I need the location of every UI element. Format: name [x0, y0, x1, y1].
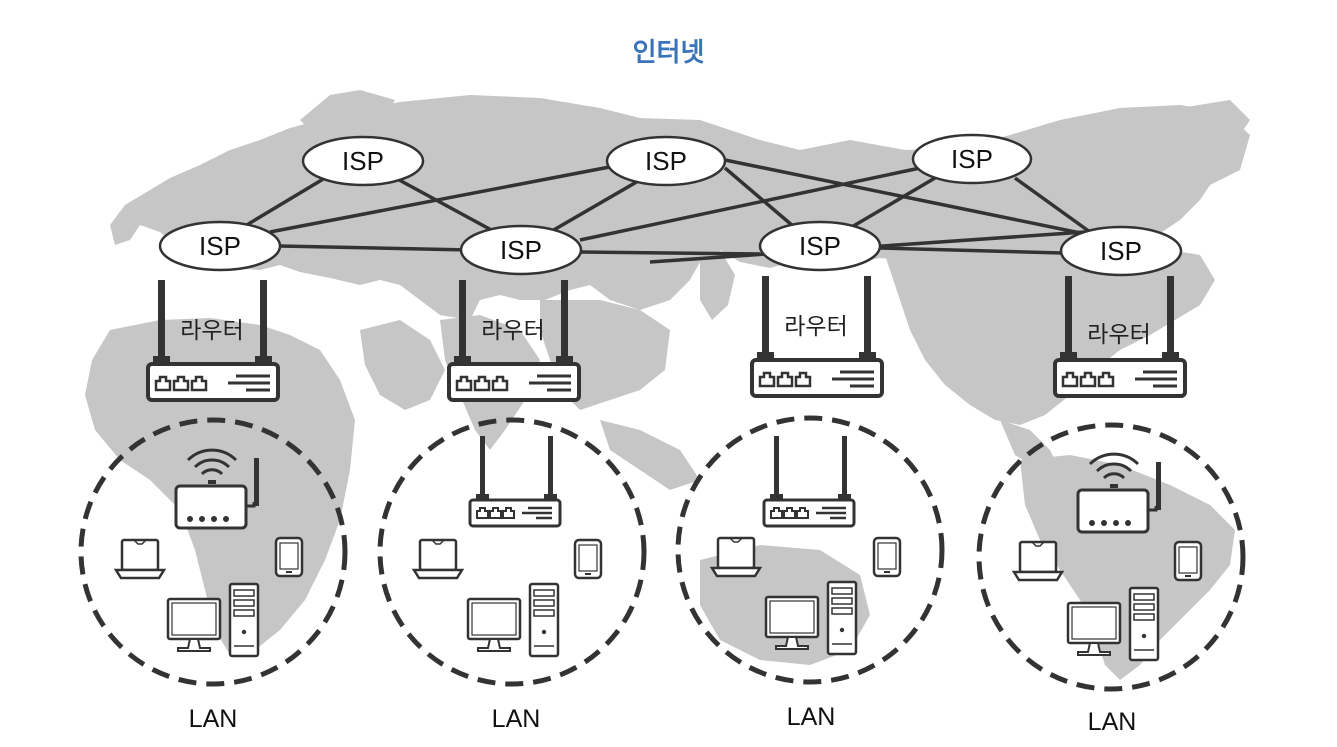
- isp-node: ISP: [758, 220, 882, 272]
- router-2: 라우터: [447, 278, 581, 402]
- isp-label: ISP: [500, 235, 542, 265]
- isp-link: [579, 250, 761, 256]
- isp-link: [269, 163, 621, 234]
- isp-node: ISP: [911, 133, 1033, 185]
- isp-link: [579, 166, 921, 242]
- lan-2: LAN: [377, 417, 647, 733]
- isp-link: [1013, 176, 1092, 234]
- router-3: 라우터: [750, 274, 884, 398]
- isp-link: [544, 178, 641, 237]
- router-icon: [762, 434, 856, 528]
- isp-node: ISP: [301, 135, 425, 187]
- lan-label: LAN: [1088, 708, 1137, 736]
- laptop-icon: [1012, 540, 1064, 582]
- isp-link: [724, 158, 1101, 239]
- lan-1: LAN: [78, 417, 348, 733]
- diagram-title: 인터넷: [632, 38, 705, 68]
- isp-link: [389, 173, 496, 234]
- isp-label: ISP: [342, 146, 384, 176]
- isp-link: [279, 244, 471, 252]
- desktop-icon: [466, 582, 560, 658]
- isp-label: ISP: [1100, 236, 1142, 266]
- router-4: 라우터: [1053, 274, 1187, 398]
- lan-4: LAN: [976, 422, 1246, 736]
- isp-node: ISP: [158, 220, 282, 272]
- lan-label: LAN: [189, 705, 238, 733]
- phone-icon: [872, 536, 902, 578]
- phone-icon: [274, 536, 304, 578]
- isp-link: [879, 246, 1063, 255]
- isp-label: ISP: [645, 146, 687, 176]
- laptop-icon: [114, 538, 166, 580]
- router-icon: [468, 434, 562, 528]
- isp-node: ISP: [459, 224, 583, 276]
- router-label: 라우터: [1087, 322, 1150, 348]
- lan-label: LAN: [787, 703, 836, 731]
- isp-label: ISP: [799, 231, 841, 261]
- router-label: 라우터: [180, 318, 243, 344]
- isp-label: ISP: [199, 231, 241, 261]
- lan-3: LAN: [675, 415, 945, 731]
- router-1: 라우터: [146, 278, 280, 402]
- isp-label: ISP: [951, 144, 993, 174]
- router-label: 라우터: [481, 318, 544, 344]
- isp-link: [849, 176, 936, 230]
- lan-label: LAN: [492, 705, 541, 733]
- isp-node: ISP: [605, 135, 727, 187]
- isp-node: ISP: [1059, 225, 1183, 277]
- phone-icon: [1173, 540, 1203, 582]
- laptop-icon: [710, 536, 762, 578]
- router-label: 라우터: [784, 314, 847, 340]
- phone-icon: [573, 538, 603, 580]
- laptop-icon: [412, 538, 464, 580]
